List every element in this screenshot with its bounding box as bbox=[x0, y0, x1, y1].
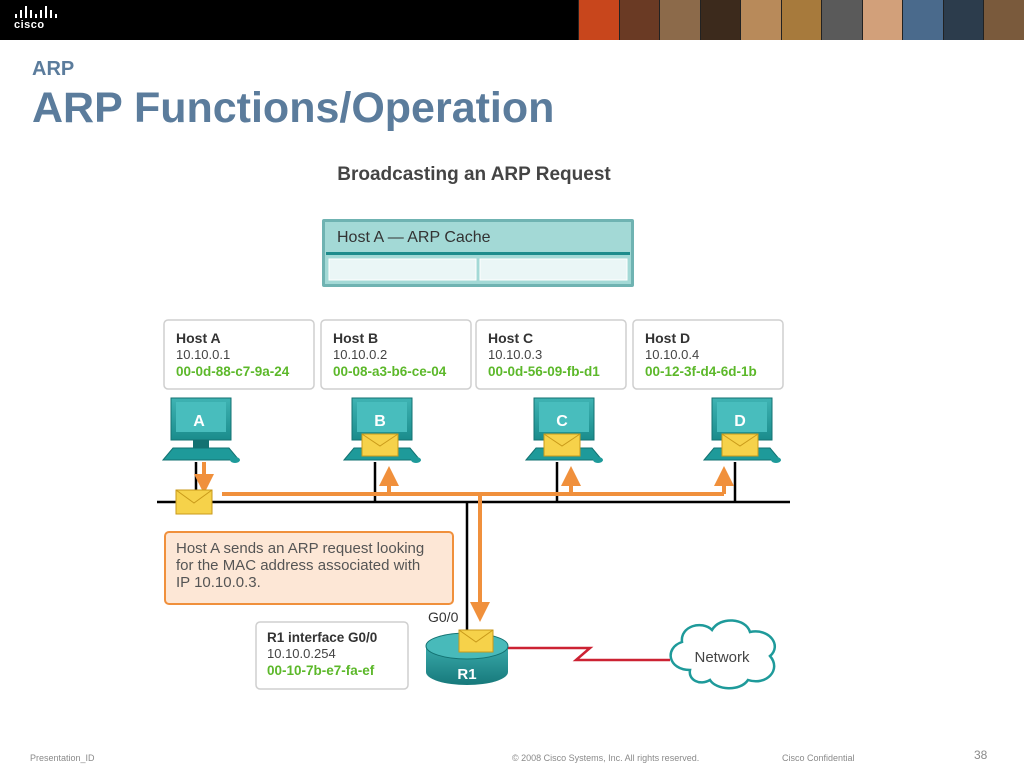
photo-tile bbox=[578, 0, 619, 40]
host-name: Host C bbox=[488, 330, 533, 346]
photo-tile bbox=[861, 0, 903, 40]
broadcast-arrows bbox=[194, 462, 734, 622]
section-label: ARP bbox=[32, 58, 75, 80]
host-letter: D bbox=[734, 413, 746, 430]
host-letter: B bbox=[374, 413, 386, 430]
computer-icon-b: B bbox=[342, 397, 422, 463]
photo-tile bbox=[780, 0, 822, 40]
cisco-wordmark: cisco bbox=[14, 19, 45, 31]
envelope-icon bbox=[721, 433, 759, 457]
router-info: R1 interface G0/0 10.10.0.254 00-10-7b-e… bbox=[255, 621, 409, 690]
cisco-bars-icon bbox=[15, 6, 59, 18]
host-mac: 00-0d-56-09-fb-d1 bbox=[488, 364, 600, 379]
host-mac: 00-0d-88-c7-9a-24 bbox=[176, 364, 290, 379]
arp-cache-table: Host A — ARP Cache bbox=[322, 219, 634, 287]
photo-strip bbox=[578, 0, 1024, 40]
router-mac: 00-10-7b-e7-fa-ef bbox=[267, 663, 375, 678]
router-ip: 10.10.0.254 bbox=[267, 646, 336, 661]
host-name: Host B bbox=[333, 330, 378, 346]
host-ip: 10.10.0.1 bbox=[176, 347, 230, 362]
photo-tile bbox=[618, 0, 660, 40]
photo-tile bbox=[740, 0, 781, 40]
diagram-heading: Broadcasting an ARP Request bbox=[337, 164, 611, 185]
host-letter: A bbox=[193, 413, 205, 430]
host-info-d: Host D 10.10.0.4 00-12-3f-d4-6d-1b bbox=[632, 319, 784, 390]
envelope-icon bbox=[458, 629, 494, 653]
footer-confidential: Cisco Confidential bbox=[782, 753, 855, 763]
router-name: R1 bbox=[457, 666, 476, 683]
envelope-icon bbox=[361, 433, 399, 457]
arp-cache-entry bbox=[328, 258, 477, 281]
envelope-icon bbox=[543, 433, 581, 457]
host-info-a: Host A 10.10.0.1 00-0d-88-c7-9a-24 bbox=[163, 319, 315, 390]
photo-tile bbox=[902, 0, 943, 40]
host-ip: 10.10.0.4 bbox=[645, 347, 699, 362]
network-cloud-icon: Network bbox=[669, 619, 776, 690]
host-ip: 10.10.0.3 bbox=[488, 347, 542, 362]
top-banner: cisco bbox=[0, 0, 1024, 40]
message-line-1: Host A sends an ARP request looking bbox=[176, 540, 424, 557]
host-info-c: Host C 10.10.0.3 00-0d-56-09-fb-d1 bbox=[475, 319, 627, 390]
wan-link bbox=[508, 646, 670, 662]
host-name: Host D bbox=[645, 330, 690, 346]
computer-icon-c: C bbox=[524, 397, 604, 463]
host-name: Host A bbox=[176, 330, 221, 346]
page-number: 38 bbox=[974, 748, 988, 762]
router-info-title: R1 interface G0/0 bbox=[267, 630, 377, 645]
arp-cache-title: Host A — ARP Cache bbox=[337, 229, 491, 246]
cisco-logo: cisco bbox=[14, 6, 74, 34]
host-info-b: Host B 10.10.0.2 00-08-a3-b6-ce-04 bbox=[320, 319, 472, 390]
photo-tile bbox=[659, 0, 700, 40]
network-label: Network bbox=[694, 649, 750, 666]
arp-request-message: Host A sends an ARP request looking for … bbox=[164, 531, 454, 605]
photo-tile bbox=[821, 0, 862, 40]
photo-tile bbox=[942, 0, 984, 40]
host-mac: 00-12-3f-d4-6d-1b bbox=[645, 364, 757, 379]
footer-copyright: © 2008 Cisco Systems, Inc. All rights re… bbox=[512, 753, 700, 763]
message-line-3: IP 10.10.0.3. bbox=[176, 574, 261, 591]
page-title: ARP Functions/Operation bbox=[32, 84, 555, 132]
footer-presentation-id: Presentation_ID bbox=[30, 753, 95, 763]
host-letter: C bbox=[556, 413, 568, 430]
photo-tile bbox=[983, 0, 1024, 40]
arp-cache-entry bbox=[479, 258, 628, 281]
computer-icon-a: A bbox=[161, 397, 241, 463]
photo-tile bbox=[699, 0, 741, 40]
router-icon: R1 bbox=[425, 629, 509, 685]
router-port-label: G0/0 bbox=[428, 609, 459, 625]
computer-icon-d: D bbox=[702, 397, 782, 463]
message-line-2: for the MAC address associated with bbox=[176, 557, 420, 574]
envelope-icon bbox=[175, 489, 213, 515]
host-ip: 10.10.0.2 bbox=[333, 347, 387, 362]
host-mac: 00-08-a3-b6-ce-04 bbox=[333, 364, 447, 379]
